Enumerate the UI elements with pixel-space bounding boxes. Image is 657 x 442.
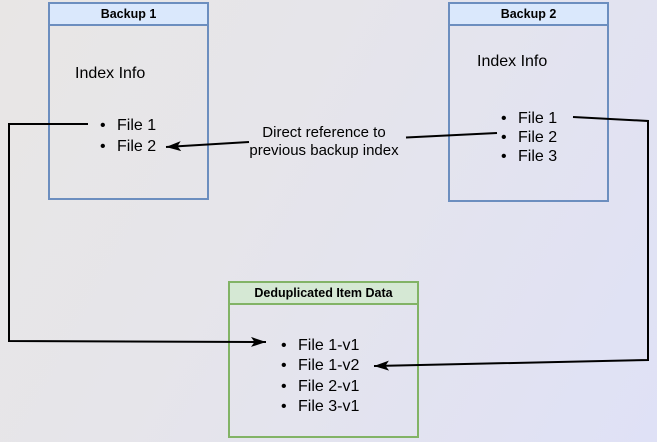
bullet-icon: • [100,137,106,155]
bullet-icon: • [281,377,287,395]
list-item-label: File 1-v2 [298,357,360,375]
node-backup-2-subtitle: Index Info [477,53,548,70]
node-backup-1: Backup 1 Index Info • File 1 • File 2 [48,2,209,200]
bullet-icon: • [501,147,507,165]
node-backup-2-filelist: • File 1 • File 2 • File 3 [499,109,557,166]
list-item: • File 3 [499,147,557,166]
node-backup-1-title: Backup 1 [50,4,207,26]
bullet-icon: • [501,109,507,127]
list-item-label: File 2 [117,137,157,155]
node-backup-1-subtitle: Index Info [75,65,146,82]
bullet-icon: • [281,398,287,416]
list-item-label: File 3 [518,147,558,165]
bullet-icon: • [281,357,287,375]
list-item: • File 1-v1 [279,336,359,356]
bullet-icon: • [501,128,507,146]
list-item-label: File 2 [518,128,558,146]
node-dedup-filelist: • File 1-v1 • File 1-v2 • File 2-v1 • Fi… [279,336,359,417]
list-item: • File 2-v1 [279,377,359,397]
bullet-icon: • [100,116,106,134]
edge-label-direct-reference: Direct reference to previous backup inde… [236,124,412,159]
list-item: • File 2 [499,128,557,147]
edge-label-line-2: previous backup index [249,141,399,159]
list-item: • File 3-v1 [279,397,359,417]
list-item: • File 1 [98,115,156,136]
list-item: • File 2 [98,136,156,157]
node-backup-1-filelist: • File 1 • File 2 [98,115,156,157]
list-item-label: File 1 [518,109,558,127]
node-backup-2-title: Backup 2 [450,4,607,26]
list-item-label: File 3-v1 [298,398,360,416]
list-item: • File 1-v2 [279,356,359,376]
list-item-label: File 1 [117,116,157,134]
node-backup-2: Backup 2 Index Info • File 1 • File 2 • … [448,2,609,202]
list-item-label: File 2-v1 [298,377,360,395]
bullet-icon: • [281,337,287,355]
list-item-label: File 1-v1 [298,337,360,355]
edge-label-line-1: Direct reference to [262,124,386,141]
node-deduplicated-item-data: Deduplicated Item Data • File 1-v1 • Fil… [228,281,419,438]
list-item: • File 1 [499,109,557,128]
node-dedup-title: Deduplicated Item Data [230,283,417,305]
